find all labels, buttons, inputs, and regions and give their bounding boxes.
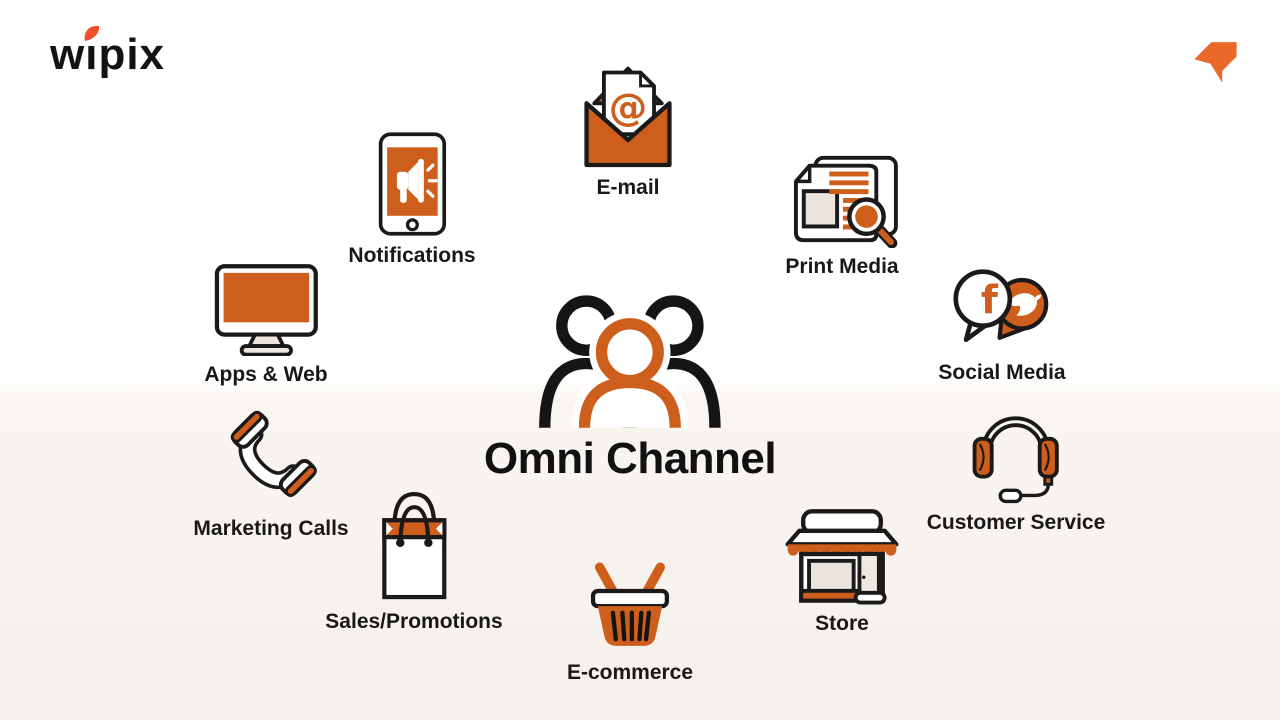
channel-label: E-mail [596,176,660,199]
newspaper-magnifier-icon [793,155,898,248]
channel-label: Notifications [348,244,476,267]
bird-glyph [1008,293,1042,316]
shopping-basket-icon [590,562,670,646]
brand-logo-text: wipix [50,30,166,79]
chat-bubbles-icon: f [953,269,1048,343]
channel-label: Sales/Promotions [325,610,503,633]
diagram-title: Omni Channel [483,434,777,483]
phone-megaphone-icon [378,132,446,236]
channel-item-sales-promotions: Sales/Promotions [325,490,503,634]
phone-handset-icon [230,410,317,497]
channel-label: Print Media [785,255,899,278]
channel-item-store: Store [778,505,906,636]
channel-label: Marketing Calls [193,517,349,540]
channel-item-customer-service: Customer Service [926,396,1106,535]
email-envelope-icon: @ [584,66,672,168]
channel-item-print-media: Print Media [780,150,904,279]
headset-icon [972,416,1060,504]
channel-label: Apps & Web [204,363,328,386]
shopping-bag-icon [381,491,447,600]
storefront-icon [785,509,899,605]
channel-item-apps-web: Apps & Web [204,262,328,387]
channel-label: E-commerce [566,661,694,684]
desktop-monitor-icon [214,264,318,356]
channel-item-notifications: Notifications [348,131,476,268]
channel-label: Social Media [938,361,1066,384]
brand-logo: wipix [50,25,166,80]
channel-item-ecommerce: E-commerce [567,562,693,685]
channel-label: Store [815,612,869,635]
channel-item-social-media: f Social Media [938,262,1066,385]
channel-item-email: @ E-mail [575,55,681,200]
people-group-icon [539,295,721,428]
logo-accent-swoosh-icon [84,25,100,43]
at-symbol: @ [609,86,648,131]
channel-item-marketing-calls: Marketing Calls [193,410,349,541]
channel-label: Customer Service [926,511,1106,534]
facebook-f-glyph: f [980,279,998,324]
center-group: Omni Channel [483,282,777,484]
corner-arrow-icon [1194,42,1237,83]
